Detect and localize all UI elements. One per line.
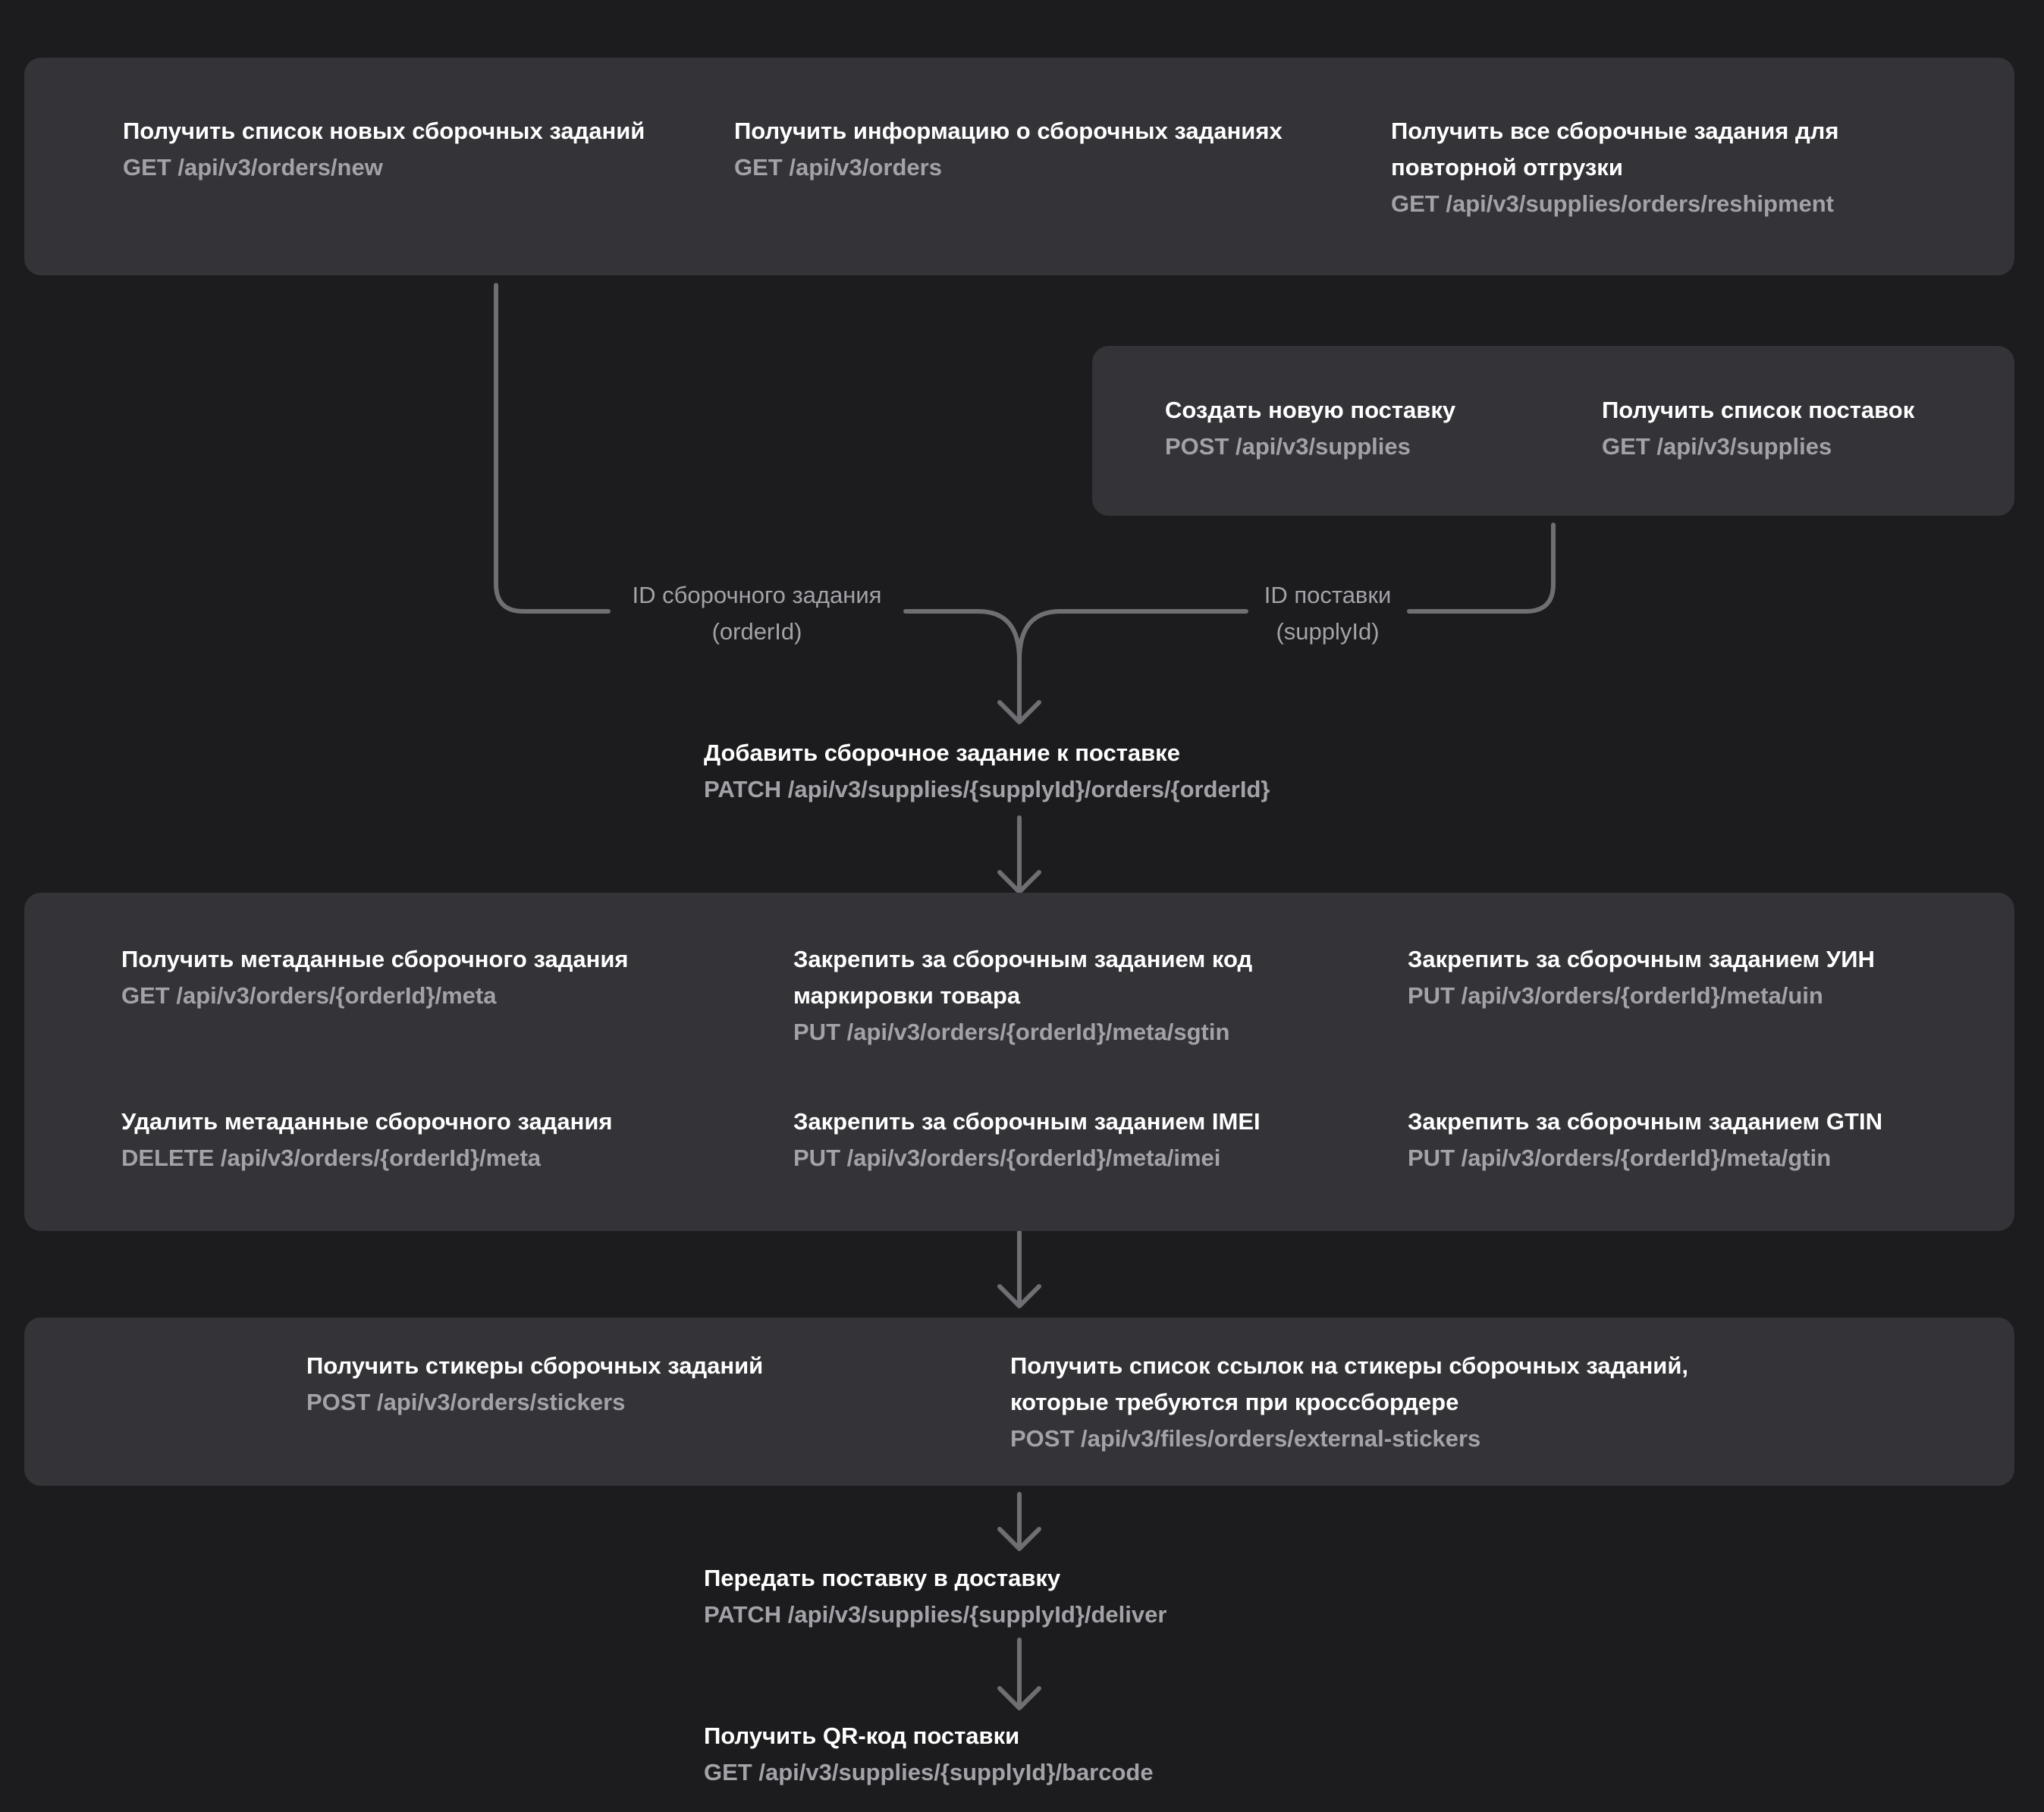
- stickers-panel: [24, 1317, 2014, 1486]
- get-order-stickers[interactable]: Получить стикеры сборочных заданий POST …: [306, 1348, 763, 1421]
- item-title: Получить QR-код поставки: [704, 1722, 1020, 1749]
- get-supply-qr[interactable]: Получить QR-код поставки GET /api/v3/sup…: [704, 1718, 1154, 1791]
- item-title: Получить стикеры сборочных заданий: [306, 1352, 764, 1379]
- item-endpoint: GET /api/v3/supplies/{supplyId}/barcode: [704, 1759, 1154, 1785]
- item-endpoint: DELETE /api/v3/orders/{orderId}/meta: [121, 1145, 542, 1171]
- get-order-meta[interactable]: Получить метаданные сборочного задания G…: [121, 941, 629, 1014]
- arrow-to-add-order: [997, 658, 1041, 724]
- arrow-to-stickers-block: [997, 1229, 1041, 1308]
- add-order-to-supply[interactable]: Добавить сборочное задание к поставке PA…: [704, 735, 1270, 808]
- arrow-to-deliver: [997, 1492, 1041, 1551]
- item-title: Закрепить за сборочным заданием УИН: [1408, 946, 1875, 972]
- arrow-to-meta-block: [997, 815, 1041, 894]
- item-endpoint: PUT /api/v3/orders/{orderId}/meta/uin: [1408, 982, 1823, 1009]
- item-title: Получить список поставок: [1602, 397, 1915, 423]
- supply-id-label-line2: (supplyId): [1276, 618, 1380, 645]
- item-title-line1: Закрепить за сборочным заданием код: [793, 946, 1253, 972]
- item-endpoint: POST /api/v3/supplies: [1165, 433, 1411, 460]
- item-endpoint: GET /api/v3/orders/{orderId}/meta: [121, 982, 497, 1009]
- get-external-stickers[interactable]: Получить список ссылок на стикеры сбороч…: [1010, 1348, 1688, 1457]
- item-title: Закрепить за сборочным заданием GTIN: [1408, 1108, 1882, 1135]
- item-endpoint: GET /api/v3/supplies: [1602, 433, 1832, 460]
- item-endpoint: PATCH /api/v3/supplies/{supplyId}/orders…: [704, 776, 1270, 802]
- item-title: Передать поставку в доставку: [704, 1565, 1061, 1591]
- delete-order-meta[interactable]: Удалить метаданные сборочного задания DE…: [121, 1104, 613, 1176]
- item-title-line1: Получить список ссылок на стикеры сбороч…: [1010, 1352, 1689, 1379]
- item-title-line2: которые требуются при кроссбордере: [1010, 1389, 1459, 1415]
- get-reshipment-orders[interactable]: Получить все сборочные задания для повто…: [1391, 113, 1838, 222]
- merge-right-branch: [1017, 609, 1248, 662]
- item-endpoint: POST /api/v3/files/orders/external-stick…: [1010, 1425, 1481, 1452]
- item-title: Создать новую поставку: [1165, 397, 1456, 423]
- item-title: Получить метаданные сборочного задания: [121, 946, 629, 972]
- item-title-line1: Получить все сборочные задания для: [1391, 118, 1839, 144]
- item-title: Получить список новых сборочных заданий: [123, 118, 645, 144]
- set-order-gtin[interactable]: Закрепить за сборочным заданием GTIN PUT…: [1408, 1104, 1882, 1176]
- item-endpoint: GET /api/v3/orders: [734, 154, 942, 181]
- item-endpoint: PUT /api/v3/orders/{orderId}/meta/gtin: [1408, 1145, 1832, 1171]
- set-order-uin[interactable]: Закрепить за сборочным заданием УИН PUT …: [1408, 941, 1875, 1014]
- get-orders-info[interactable]: Получить информацию о сборочных заданиях…: [734, 113, 1283, 186]
- supply-id-label-line1: ID поставки: [1264, 582, 1392, 608]
- merge-left-branch: [903, 609, 1022, 662]
- orders-panel: [24, 58, 2014, 275]
- set-order-sgtin[interactable]: Закрепить за сборочным заданием код марк…: [793, 941, 1252, 1050]
- item-endpoint: PUT /api/v3/orders/{orderId}/meta/sgtin: [793, 1019, 1230, 1045]
- item-endpoint: PUT /api/v3/orders/{orderId}/meta/imei: [793, 1145, 1221, 1171]
- set-order-imei[interactable]: Закрепить за сборочным заданием IMEI PUT…: [793, 1104, 1261, 1176]
- get-new-orders[interactable]: Получить список новых сборочных заданий …: [123, 113, 645, 186]
- item-endpoint: POST /api/v3/orders/stickers: [306, 1389, 626, 1415]
- order-id-connector: [494, 283, 611, 614]
- supplies-panel: [1092, 346, 2014, 516]
- item-endpoint: GET /api/v3/supplies/orders/reshipment: [1391, 190, 1835, 217]
- arrow-to-qr: [997, 1638, 1041, 1710]
- item-title: Удалить метаданные сборочного задания: [121, 1108, 613, 1135]
- deliver-supply[interactable]: Передать поставку в доставку PATCH /api/…: [704, 1560, 1166, 1633]
- item-title: Получить информацию о сборочных заданиях: [734, 118, 1283, 144]
- meta-panel: [24, 893, 2014, 1231]
- supply-id-connector: [1407, 523, 1556, 614]
- get-supplies-list[interactable]: Получить список поставок GET /api/v3/sup…: [1602, 392, 1914, 465]
- item-endpoint: PATCH /api/v3/supplies/{supplyId}/delive…: [704, 1601, 1167, 1628]
- item-title: Закрепить за сборочным заданием IMEI: [793, 1108, 1261, 1135]
- item-title-line2: повторной отгрузки: [1391, 154, 1623, 181]
- item-title: Добавить сборочное задание к поставке: [704, 740, 1180, 766]
- order-id-label: ID сборочного задания (orderId): [608, 577, 906, 650]
- item-endpoint: GET /api/v3/orders/new: [123, 154, 383, 181]
- order-id-label-line1: ID сборочного задания: [632, 582, 882, 608]
- supply-id-label: ID поставки (supplyId): [1246, 577, 1409, 650]
- item-title-line2: маркировки товара: [793, 982, 1021, 1009]
- create-supply[interactable]: Создать новую поставку POST /api/v3/supp…: [1165, 392, 1455, 465]
- order-id-label-line2: (orderId): [711, 618, 802, 645]
